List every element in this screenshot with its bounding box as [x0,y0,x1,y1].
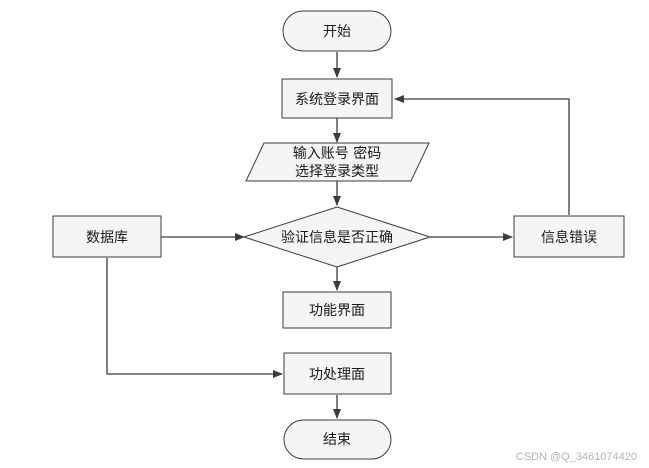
verify-label: 验证信息是否正确 [281,229,393,246]
node-end: 结束 [283,419,392,460]
node-processing-page: 功处理面 [283,352,392,395]
node-start: 开始 [282,10,392,52]
error-shape [513,215,625,258]
input-label-line2: 选择登录类型 [295,164,379,180]
edge-database-to-processing [106,258,283,378]
processing-page-shape [283,352,392,395]
function-page-label: 功能界面 [309,303,365,319]
start-terminal-shape [282,10,392,52]
node-function-page: 功能界面 [282,291,392,329]
node-login-page: 系统登录界面 [281,78,393,119]
watermark: CSDN @Q_3461074420 [515,451,637,463]
start-label: 开始 [323,24,351,40]
error-label: 信息错误 [541,229,597,246]
node-verify: 验证信息是否正确 [242,206,432,268]
processing-page-label: 功处理面 [309,367,365,383]
end-terminal-shape [283,419,392,460]
node-error: 信息错误 [513,215,625,258]
edge-error-to-login [394,95,570,215]
input-parallelogram-shape [245,142,430,182]
node-input: 输入账号 密码 选择登录类型 [245,142,430,182]
login-page-label: 系统登录界面 [295,92,379,108]
login-page-shape [281,78,393,119]
end-label: 结束 [323,432,351,448]
input-label-line1: 输入账号 密码 [293,145,381,162]
edges [106,52,570,419]
database-shape [52,215,162,258]
verify-diamond-shape [242,206,432,268]
database-label: 数据库 [86,230,128,246]
node-database: 数据库 [52,215,162,258]
function-page-shape [282,291,392,329]
